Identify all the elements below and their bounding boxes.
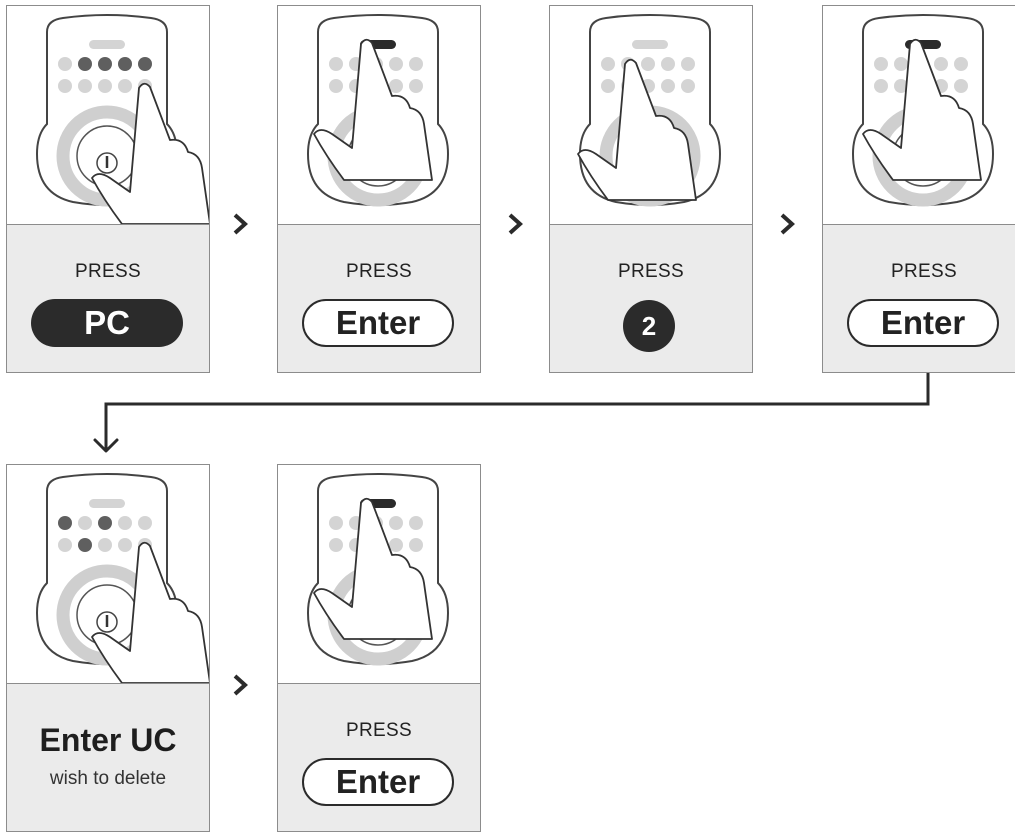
keypad-button bbox=[661, 79, 675, 93]
enter-key bbox=[89, 40, 125, 49]
step-caption: Enter UC wish to delete bbox=[7, 683, 209, 831]
keypad-button bbox=[329, 79, 343, 93]
keypad-button bbox=[681, 57, 695, 71]
step-caption: PRESS PC bbox=[7, 224, 209, 372]
hand-pointer-icon bbox=[313, 497, 433, 640]
keypad-button bbox=[78, 516, 92, 530]
press-label: PRESS bbox=[891, 261, 957, 282]
press-label: PRESS bbox=[346, 720, 412, 741]
keypad-button bbox=[894, 57, 908, 71]
keypad-button bbox=[78, 538, 92, 552]
step-caption: PRESS Enter bbox=[278, 224, 480, 372]
lock-illustration bbox=[851, 14, 995, 207]
keypad-button bbox=[58, 516, 72, 530]
step-card-6: PRESS Enter bbox=[277, 464, 481, 832]
step-caption: PRESS Enter bbox=[278, 683, 480, 831]
hand-pointer-icon bbox=[577, 58, 697, 201]
enter-uc-title: Enter UC bbox=[39, 722, 177, 758]
hand-pointer-icon bbox=[313, 38, 433, 181]
enter-key-badge: Enter bbox=[302, 299, 454, 347]
keypad-button bbox=[98, 57, 112, 71]
lock-illustration bbox=[306, 14, 450, 207]
enter-key-badge: Enter bbox=[847, 299, 999, 347]
step-card-3: PRESS 2 bbox=[549, 5, 753, 373]
enter-key bbox=[89, 499, 125, 508]
chevron-right-icon bbox=[780, 213, 795, 235]
keypad-button bbox=[118, 57, 132, 71]
keypad-button bbox=[329, 57, 343, 71]
keypad-button bbox=[78, 57, 92, 71]
keypad-button bbox=[409, 538, 423, 552]
keypad-button bbox=[58, 538, 72, 552]
keypad-button bbox=[601, 57, 615, 71]
enter-uc-subtitle: wish to delete bbox=[49, 768, 167, 789]
keypad-button bbox=[329, 516, 343, 530]
keypad-button bbox=[409, 79, 423, 93]
step-card-5: Enter UC wish to delete bbox=[6, 464, 210, 832]
keypad-button bbox=[641, 57, 655, 71]
chevron-right-icon bbox=[233, 674, 248, 696]
press-label: PRESS bbox=[618, 261, 684, 282]
keypad-button bbox=[389, 538, 403, 552]
keypad-button bbox=[98, 79, 112, 93]
down-arrow-icon bbox=[93, 438, 119, 453]
chevron-right-icon bbox=[508, 213, 523, 235]
keypad-button bbox=[118, 79, 132, 93]
press-label: PRESS bbox=[75, 261, 141, 282]
step-illustration bbox=[823, 6, 1015, 224]
keypad-button bbox=[874, 57, 888, 71]
keypad-button bbox=[58, 57, 72, 71]
keypad-button bbox=[681, 79, 695, 93]
enter-key bbox=[632, 40, 668, 49]
keypad-button bbox=[58, 79, 72, 93]
lock-illustration bbox=[306, 473, 450, 666]
keypad-button bbox=[98, 516, 112, 530]
lock-illustration bbox=[577, 14, 722, 207]
keypad-button bbox=[118, 516, 132, 530]
keypad-button bbox=[409, 57, 423, 71]
step-illustration bbox=[278, 465, 480, 683]
keypad-button bbox=[389, 516, 403, 530]
keypad-button bbox=[389, 57, 403, 71]
keypad-button bbox=[98, 538, 112, 552]
press-label: PRESS bbox=[346, 261, 412, 282]
keypad-button bbox=[934, 57, 948, 71]
chevron-right-icon bbox=[233, 213, 248, 235]
keypad-button bbox=[138, 57, 152, 71]
step-caption: PRESS 2 bbox=[550, 224, 752, 372]
step-card-4: PRESS Enter bbox=[822, 5, 1015, 373]
keypad-button bbox=[874, 79, 888, 93]
keypad-button bbox=[601, 79, 615, 93]
keypad-button bbox=[138, 516, 152, 530]
step-illustration bbox=[7, 6, 209, 225]
step-card-1: PRESS PC bbox=[6, 5, 210, 373]
keypad-button bbox=[954, 79, 968, 93]
keypad-button bbox=[78, 79, 92, 93]
keypad-button bbox=[329, 538, 343, 552]
step-illustration bbox=[550, 6, 752, 224]
enter-key-badge: Enter bbox=[302, 758, 454, 806]
lock-illustration bbox=[35, 14, 209, 225]
hand-pointer-icon bbox=[91, 82, 209, 225]
keypad-button bbox=[118, 538, 132, 552]
keypad-button bbox=[894, 79, 908, 93]
keypad-button bbox=[389, 79, 403, 93]
step-illustration bbox=[278, 6, 480, 224]
keypad-button bbox=[954, 57, 968, 71]
step-illustration bbox=[7, 465, 209, 684]
number-key-badge: 2 bbox=[623, 300, 675, 352]
step-caption: PRESS Enter bbox=[823, 224, 1015, 372]
lock-illustration bbox=[35, 473, 209, 684]
keypad-button bbox=[409, 516, 423, 530]
pc-key-badge: PC bbox=[31, 299, 183, 347]
step-card-2: PRESS Enter bbox=[277, 5, 481, 373]
hand-pointer-icon bbox=[862, 38, 982, 181]
keypad-button bbox=[661, 57, 675, 71]
flow-connector-line bbox=[104, 373, 930, 450]
hand-pointer-icon bbox=[91, 541, 209, 684]
